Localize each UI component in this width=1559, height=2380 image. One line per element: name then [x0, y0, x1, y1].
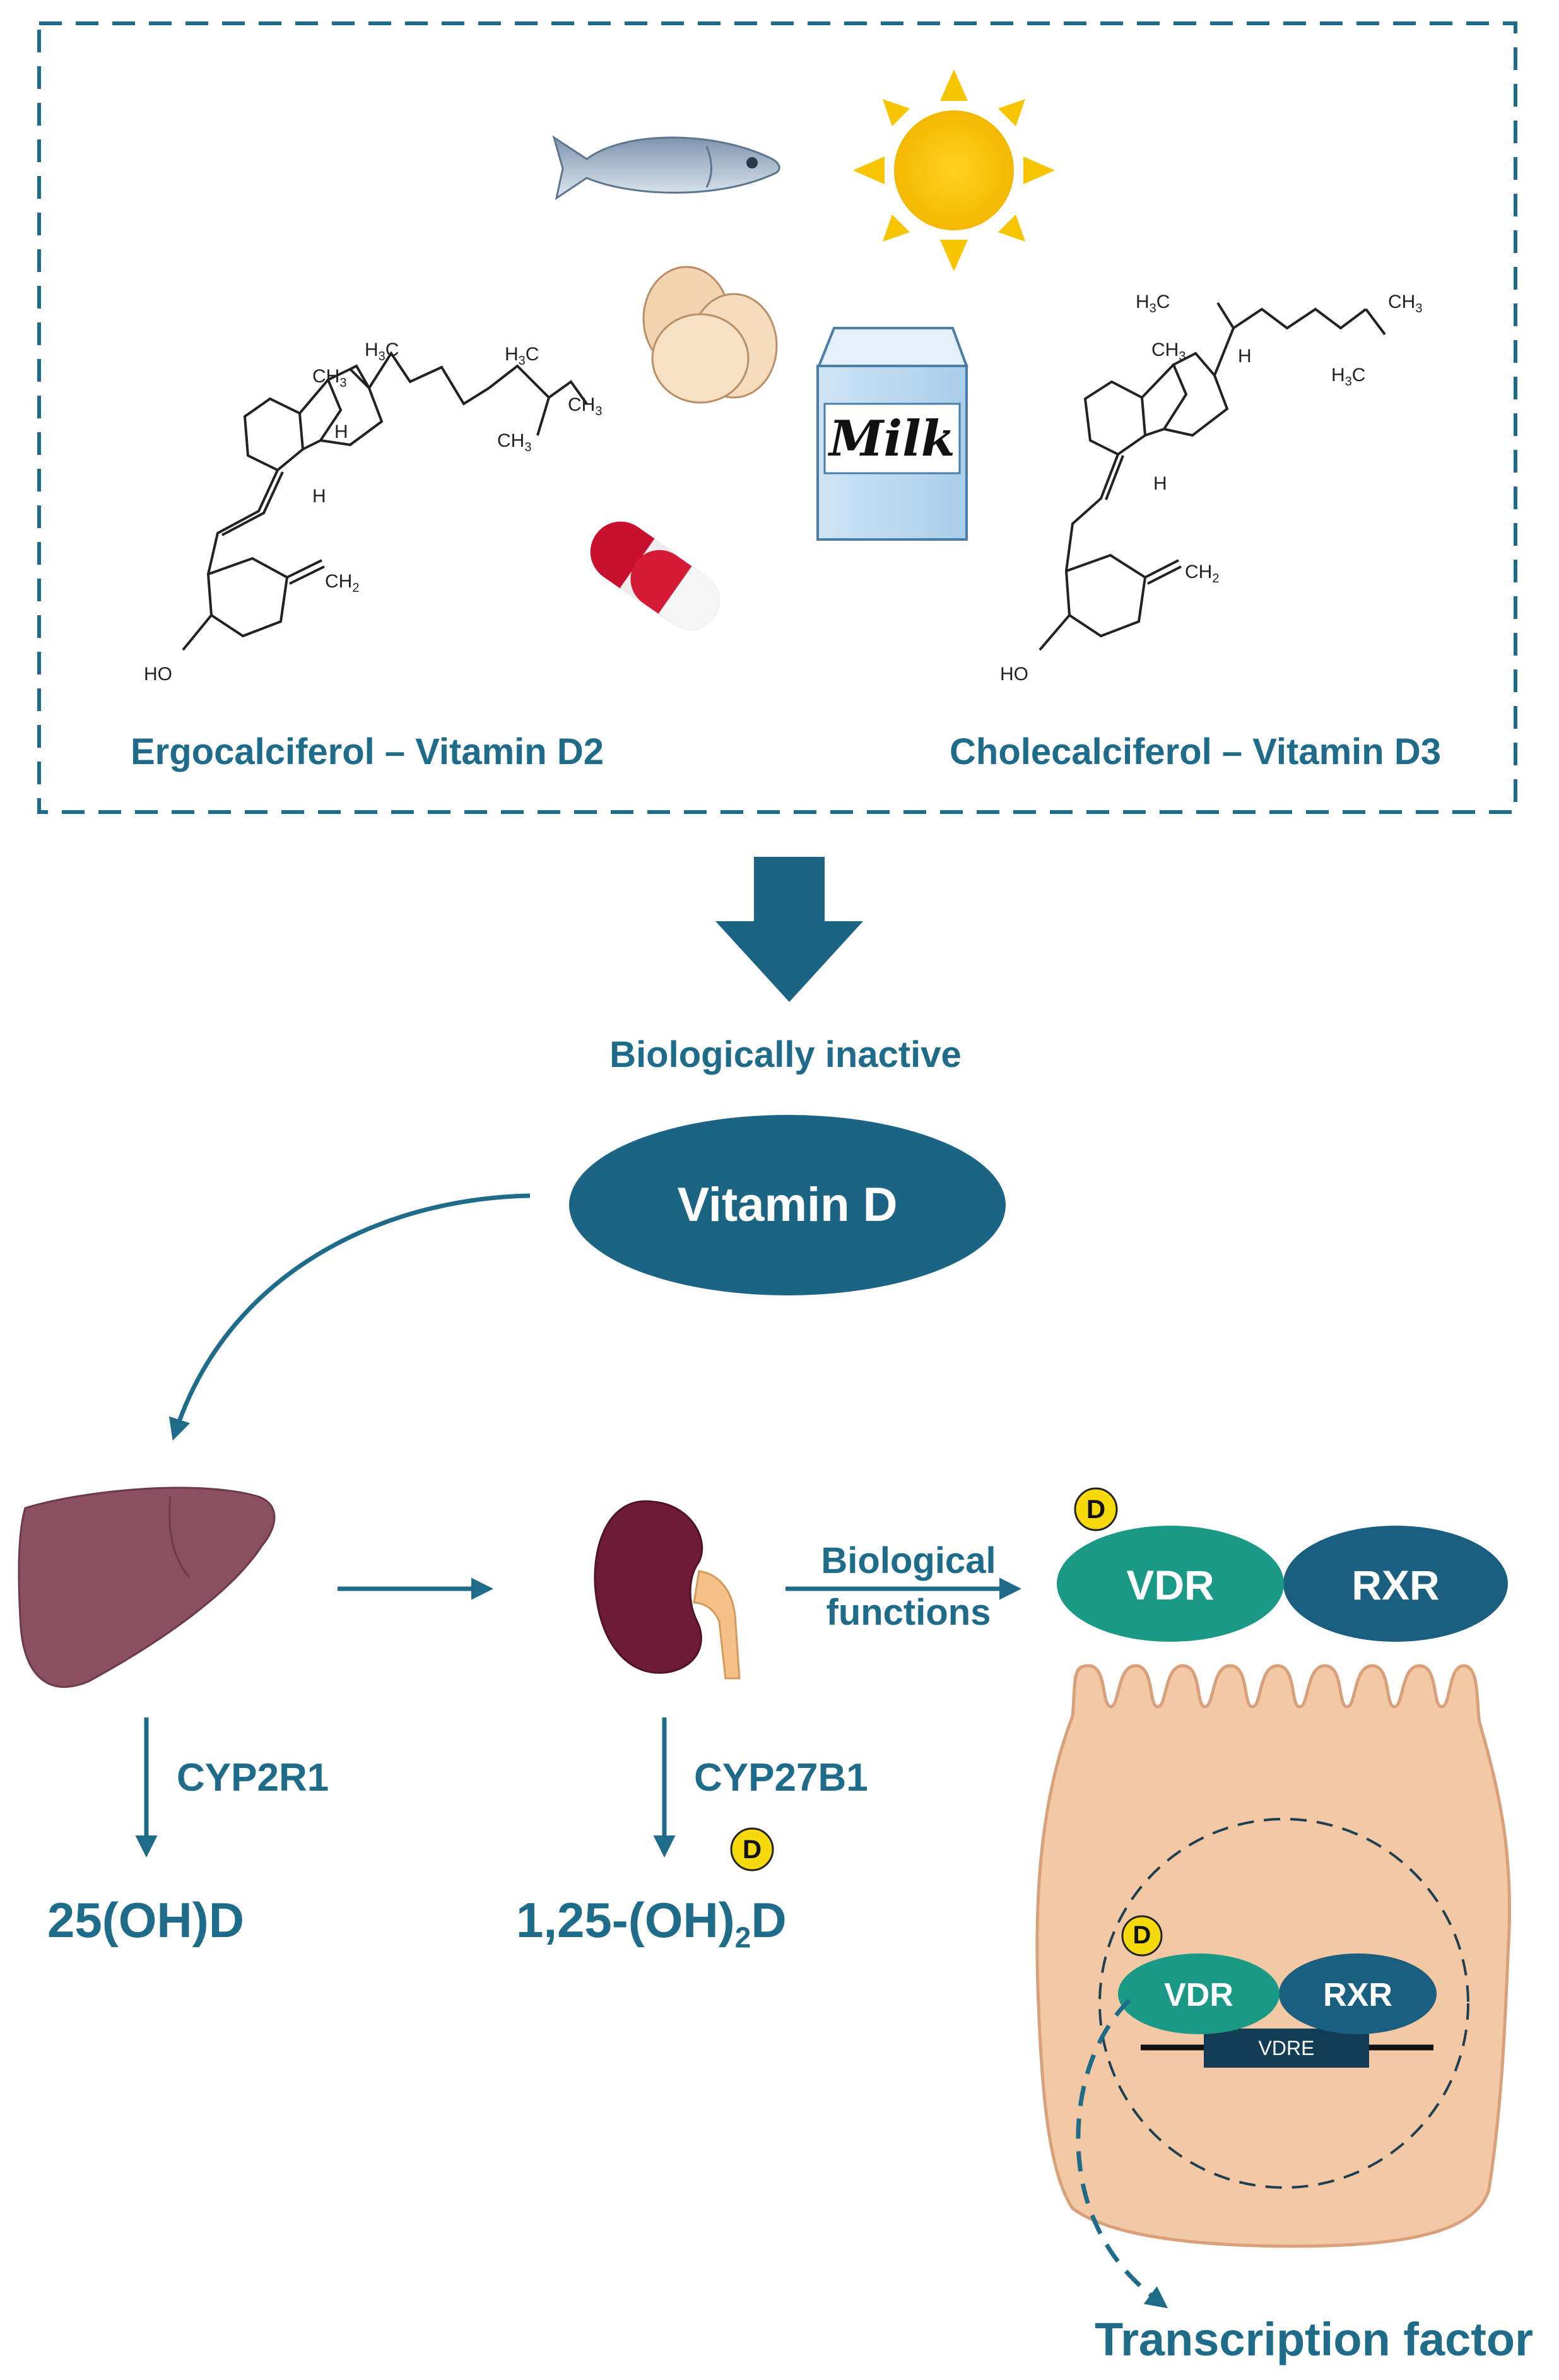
d2-atom-ch3-ring: CH3 — [312, 366, 347, 390]
d2-atom-h3c-2: H3C — [505, 344, 539, 368]
vdre-label: VDRE — [1258, 2037, 1315, 2059]
d2-atom-ch3-right: CH3 — [568, 394, 603, 418]
d3-atom-ho: HO — [1000, 664, 1028, 685]
vdr-label-top: VDR — [1126, 1562, 1215, 1608]
curved-arrow-to-liver — [168, 1193, 531, 1441]
vitamin-d-label: Vitamin D — [677, 1178, 898, 1232]
vitamin-d2-label: Ergocalciferol – Vitamin D2 — [131, 731, 604, 772]
dietary-sources-box — [37, 21, 1517, 814]
biological-functions-line2: functions — [826, 1592, 991, 1633]
product2-prefix: 1,25-(OH) — [516, 1892, 735, 1948]
sun-icon — [853, 69, 1055, 271]
vitamin-d-ellipse — [569, 1115, 1006, 1295]
vdr-label-nucleus: VDR — [1164, 1977, 1233, 2013]
d-badge-nucleus-text: D — [1132, 1921, 1151, 1949]
vdr-ellipse-top — [1057, 1526, 1284, 1642]
cyp27b1-label: CYP27B1 — [694, 1756, 868, 1800]
d-badge-product-text: D — [742, 1834, 762, 1864]
d3-atom-h3c-top: H3C — [1136, 292, 1170, 315]
rxr-label-top: RXR — [1351, 1562, 1440, 1608]
transcription-factor-label: Transcription factor — [1095, 2313, 1533, 2365]
milk-carton-icon — [816, 327, 968, 541]
product-125oh2d: 1,25-(OH)2D — [516, 1892, 787, 1955]
transcription-arrow — [1076, 1998, 1168, 2309]
product2-suffix: D — [751, 1892, 787, 1948]
cyp2r1-label: CYP2R1 — [177, 1756, 329, 1800]
nucleus-circle — [1098, 1818, 1469, 2189]
d3-atom-ch3-right: CH3 — [1388, 292, 1423, 315]
product2-subscript: 2 — [734, 1921, 751, 1954]
rxr-ellipse-nucleus — [1279, 1953, 1437, 2034]
kidney-icon — [594, 1500, 741, 1680]
d-badge-top-text: D — [1086, 1494, 1106, 1524]
vdre-box — [1204, 2029, 1369, 2068]
d2-atom-h2: H — [312, 486, 326, 507]
d2-atom-ch3-down: CH3 — [497, 430, 532, 454]
cholecalciferol-structure — [1038, 302, 1386, 651]
eggs-icon — [642, 266, 778, 404]
d3-atom-h3c-iso: H3C — [1331, 365, 1366, 389]
fish-icon — [552, 135, 780, 201]
d-badge-nucleus — [1121, 1915, 1163, 1957]
d3-atom-ch2: CH2 — [1185, 562, 1220, 586]
capsules-icon — [590, 521, 720, 630]
d3-atom-h2: H — [1153, 473, 1167, 494]
d3-atom-ch3-ring: CH3 — [1151, 339, 1186, 363]
d3-atom-h: H — [1238, 346, 1252, 367]
enterocyte-cell — [1035, 1664, 1512, 2248]
product-25ohd: 25(OH)D — [47, 1892, 245, 1948]
liver-icon — [18, 1487, 276, 1688]
rxr-label-nucleus: RXR — [1323, 1977, 1392, 2013]
milk-label: Milk — [829, 410, 955, 468]
d2-atom-ch2: CH2 — [325, 571, 360, 595]
biological-functions-line1: Biological — [821, 1540, 996, 1581]
vitamin-d3-label: Cholecalciferol – Vitamin D3 — [950, 731, 1441, 772]
d2-atom-h3c-top: H3C — [365, 339, 399, 363]
ergocalciferol-structure — [182, 351, 588, 651]
d-badge-top — [1074, 1487, 1118, 1531]
rxr-ellipse-top — [1283, 1526, 1508, 1642]
big-down-arrow — [715, 857, 863, 1002]
d-badge-product — [730, 1827, 774, 1871]
vdr-ellipse-nucleus — [1118, 1953, 1280, 2034]
d2-atom-ho: HO — [144, 664, 172, 685]
d2-atom-h: H — [334, 421, 348, 442]
biologically-inactive-label: Biologically inactive — [609, 1034, 962, 1075]
